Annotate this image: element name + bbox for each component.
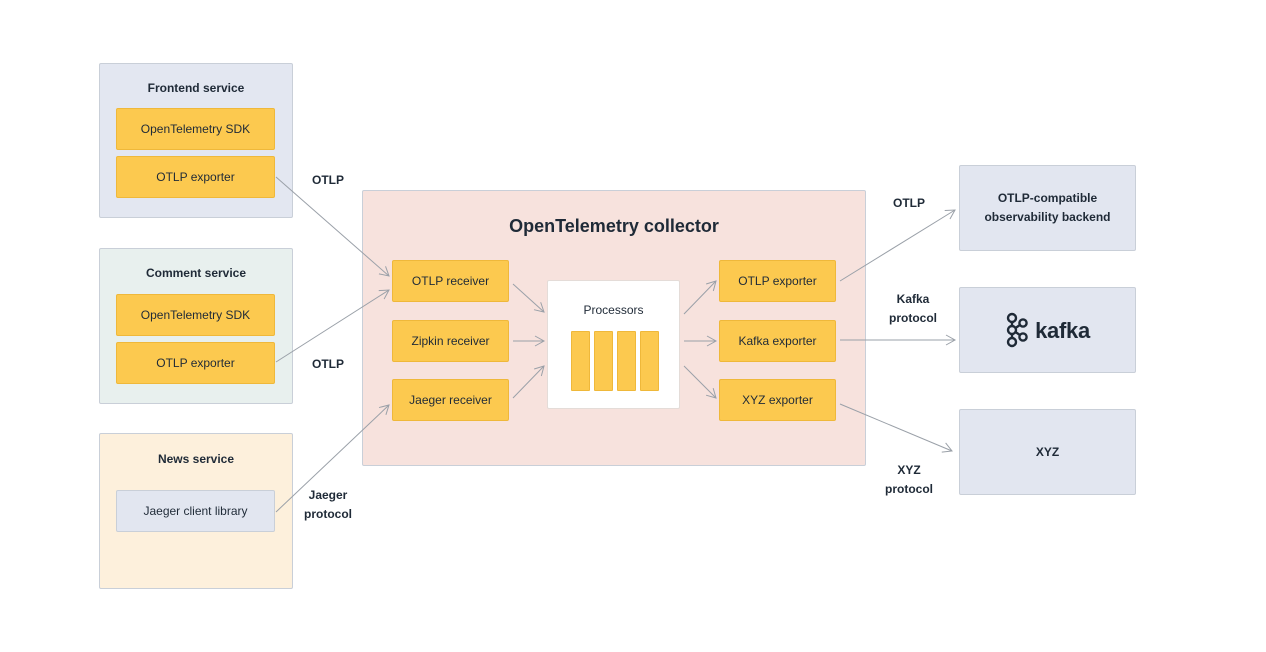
kafka-logo-text: kafka [1035, 317, 1090, 343]
xyz-protocol-line2: protocol [885, 482, 933, 496]
arrow-news-to-jaeger-receiver [275, 404, 390, 513]
arrow-processors-to-xyz-exporter [683, 365, 717, 399]
processors-box: Processors [547, 280, 680, 409]
frontend-otlp-label: OTLP [312, 173, 344, 187]
collector-otlp-exporter-box: OTLP exporter [719, 260, 836, 302]
xyz-protocol-line1: XYZ [897, 463, 921, 477]
arrow-otlp-exporter-to-backend [839, 209, 956, 282]
xyz-backend-box: XYZ [959, 409, 1136, 495]
comment-otlp-label: OTLP [312, 357, 344, 371]
arrow-xyz-exporter-to-xyz [839, 403, 953, 453]
processor-bar [594, 331, 613, 391]
processors-label: Processors [583, 303, 644, 317]
backend-otlp-label: OTLP [893, 196, 925, 210]
kafka-logo-icon [1006, 312, 1028, 348]
otlp-backend-line2: observability backend [984, 210, 1111, 224]
jaeger-client-library-box: Jaeger client library [116, 490, 275, 532]
otlp-receiver-box: OTLP receiver [392, 260, 509, 302]
otlp-backend-box: OTLP-compatible observability backend [959, 165, 1136, 251]
frontend-otlp-exporter-box: OTLP exporter [116, 156, 275, 198]
kafka-protocol-line2: protocol [889, 311, 937, 325]
kafka-backend-box: kafka [959, 287, 1136, 373]
collector-title: OpenTelemetry collector [509, 216, 719, 236]
comment-service-title: Comment service [145, 266, 247, 280]
xyz-protocol-label: XYZ protocol [878, 461, 940, 499]
zipkin-receiver-box: Zipkin receiver [392, 320, 509, 362]
arrow-processors-to-otlp-exporter [683, 280, 717, 315]
frontend-sdk-box: OpenTelemetry SDK [116, 108, 275, 150]
kafka-protocol-label: Kafka protocol [882, 290, 944, 328]
comment-otlp-exporter-box: OTLP exporter [116, 342, 275, 384]
frontend-service-title: Frontend service [147, 81, 245, 95]
arrow-comment-to-otlp-receiver [275, 289, 390, 363]
news-jaeger-line2: protocol [304, 507, 352, 521]
processor-bar [571, 331, 590, 391]
arrow-jaeger-receiver-to-processors [512, 365, 545, 399]
xyz-exporter-box: XYZ exporter [719, 379, 836, 421]
processor-bar [617, 331, 636, 391]
otlp-backend-line1: OTLP-compatible [997, 191, 1098, 205]
news-jaeger-line1: Jaeger [308, 488, 348, 502]
arrow-frontend-to-otlp-receiver [275, 176, 390, 277]
kafka-protocol-line1: Kafka [896, 292, 930, 306]
arrow-otlp-receiver-to-processors [512, 283, 545, 313]
news-jaeger-protocol-label: Jaeger protocol [297, 486, 359, 524]
processor-bar [640, 331, 659, 391]
comment-sdk-box: OpenTelemetry SDK [116, 294, 275, 336]
jaeger-receiver-box: Jaeger receiver [392, 379, 509, 421]
kafka-exporter-box: Kafka exporter [719, 320, 836, 362]
news-service-title: News service [157, 452, 235, 466]
